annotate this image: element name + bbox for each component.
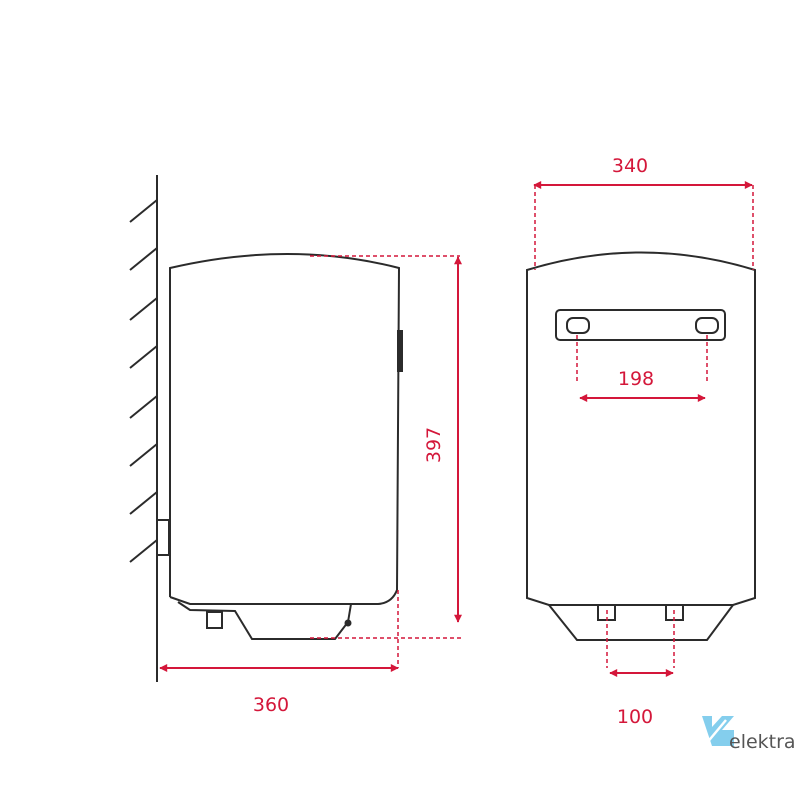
control-knob — [397, 330, 403, 372]
side-view: 360 397 — [129, 175, 462, 716]
heater-body-front — [526, 251, 756, 606]
heater-body-side — [169, 253, 401, 605]
wall-hatching — [129, 199, 158, 563]
bottom-cap-side — [177, 601, 352, 640]
height-label: 397 — [423, 427, 445, 463]
logo-text: elektra — [729, 731, 796, 753]
bottom-cap-front — [548, 604, 734, 641]
front-view: 340 198 100 — [526, 155, 756, 728]
pipe-side — [206, 611, 223, 629]
bracket-slot-right — [695, 317, 719, 334]
mounting-bracket — [555, 309, 726, 341]
elektra-logo: elektra — [702, 716, 796, 753]
bracket-slot-left — [566, 317, 590, 334]
depth-label: 360 — [253, 694, 289, 716]
width-label: 340 — [612, 155, 648, 177]
wall-bracket — [156, 519, 170, 556]
thermostat-dot — [344, 619, 352, 627]
bracket-spacing-label: 198 — [618, 368, 654, 390]
pipe-spacing-label: 100 — [617, 706, 653, 728]
